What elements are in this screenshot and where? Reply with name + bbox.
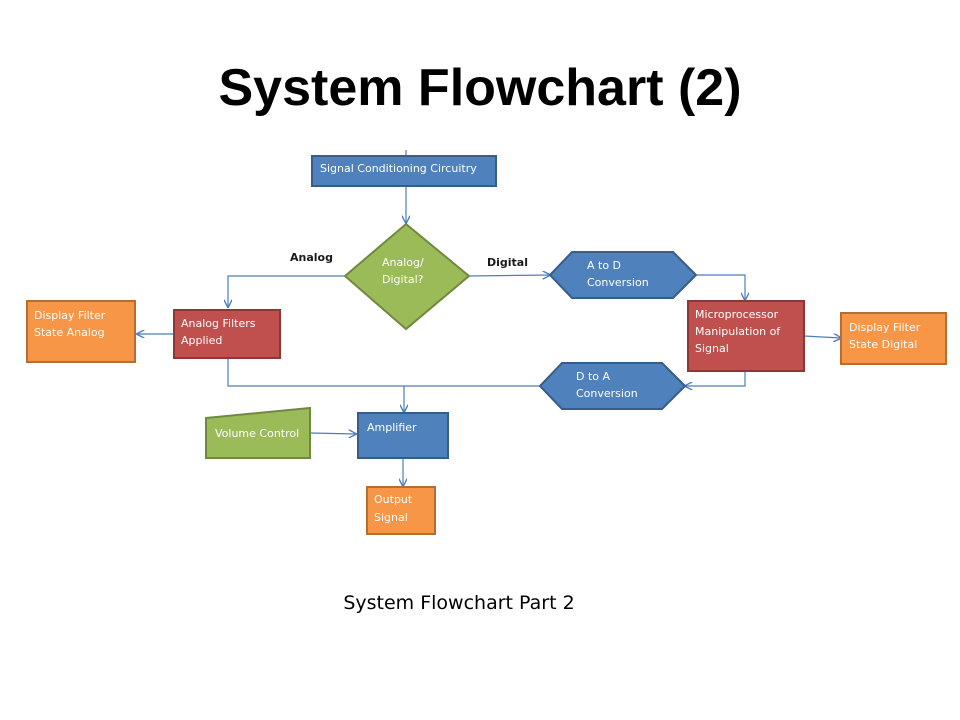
svg-text:A to D: A to D bbox=[587, 259, 621, 272]
svg-text:Conversion: Conversion bbox=[587, 276, 649, 289]
node-output-signal: Output Signal bbox=[366, 486, 436, 535]
svg-text:Digital?: Digital? bbox=[382, 273, 424, 286]
slide-caption: System Flowchart Part 2 bbox=[343, 592, 575, 614]
node-display-filter-analog: Display Filter State Analog bbox=[26, 300, 136, 363]
node-volume-control: Volume Control bbox=[205, 406, 311, 459]
svg-text:Signal: Signal bbox=[695, 342, 729, 355]
node-a-to-d-conversion: A to D Conversion bbox=[548, 251, 698, 299]
svg-text:Signal: Signal bbox=[374, 511, 408, 524]
svg-text:Display Filter: Display Filter bbox=[849, 321, 921, 334]
edge-a-to-d-to-microprocessor bbox=[696, 274, 745, 300]
node-signal-conditioning: Signal Conditioning Circuitry bbox=[311, 155, 497, 187]
edge-decision-to-analog-filters bbox=[228, 275, 345, 307]
svg-text:State Digital: State Digital bbox=[849, 338, 917, 351]
edge-d-to-a-to-amplifier bbox=[404, 385, 540, 412]
node-analog-digital-decision: Analog/ Digital? bbox=[343, 222, 471, 331]
svg-text:Signal Conditioning Circuitry: Signal Conditioning Circuitry bbox=[320, 162, 477, 175]
svg-text:Applied: Applied bbox=[181, 334, 222, 347]
svg-text:Analog/: Analog/ bbox=[382, 256, 424, 269]
page-title: System Flowchart (2) bbox=[218, 59, 742, 117]
svg-text:Conversion: Conversion bbox=[576, 387, 638, 400]
edge-microprocessor-to-display bbox=[803, 336, 841, 338]
connectors bbox=[137, 150, 841, 486]
node-microprocessor: Microprocessor Manipulation of Signal bbox=[687, 300, 805, 372]
svg-text:Microprocessor: Microprocessor bbox=[695, 308, 779, 321]
node-analog-filters: Analog Filters Applied bbox=[173, 309, 281, 359]
node-display-filter-digital: Display Filter State Digital bbox=[840, 312, 947, 365]
svg-text:Output: Output bbox=[374, 493, 413, 506]
edge-label-digital: Digital bbox=[487, 256, 528, 269]
svg-text:State Analog: State Analog bbox=[34, 326, 105, 339]
svg-text:D to A: D to A bbox=[576, 370, 611, 383]
node-d-to-a-conversion: D to A Conversion bbox=[538, 362, 687, 410]
svg-text:Amplifier: Amplifier bbox=[367, 421, 417, 434]
edge-analog-filters-to-amplifier bbox=[227, 358, 404, 387]
svg-text:Volume Control: Volume Control bbox=[215, 427, 299, 440]
svg-text:Display Filter: Display Filter bbox=[34, 309, 106, 322]
edge-microprocessor-to-d-to-a bbox=[685, 371, 746, 386]
svg-text:Manipulation of: Manipulation of bbox=[695, 325, 781, 338]
edge-label-analog: Analog bbox=[290, 251, 333, 264]
edge-volume-to-amplifier bbox=[310, 433, 356, 434]
edge-decision-to-a-to-d bbox=[468, 275, 550, 276]
node-amplifier: Amplifier bbox=[357, 412, 449, 459]
svg-text:Analog Filters: Analog Filters bbox=[181, 317, 256, 330]
